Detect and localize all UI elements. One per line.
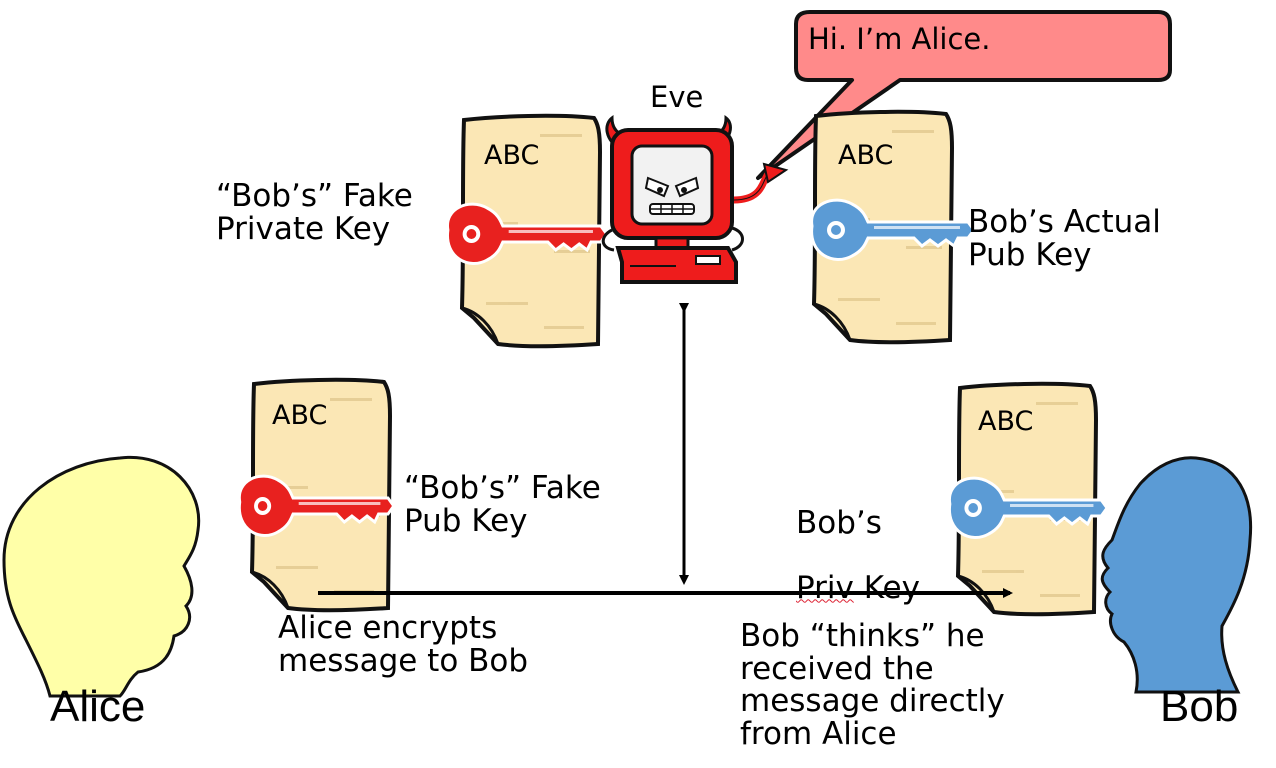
eve-label: Eve	[650, 80, 704, 114]
eve-right-doc-label: ABC	[838, 140, 894, 171]
bob-priv-key-rest: Key	[853, 569, 920, 606]
alice-name: Alice	[50, 682, 146, 731]
speech-bubble-text: Hi. I’m Alice.	[808, 22, 991, 56]
bob-name: Bob	[1160, 682, 1239, 731]
bob-priv-key-label: Bob’s Priv Key	[796, 474, 920, 604]
alice-head-icon	[2, 455, 201, 698]
fake-pub-key-label: “Bob’s” Fake Pub Key	[404, 470, 601, 539]
fake-private-key-label: “Bob’s” Fake Private Key	[216, 178, 413, 247]
bob-priv-key-line1: Bob’s	[796, 504, 882, 541]
bob-head-icon	[1100, 456, 1253, 694]
eve-left-doc-label: ABC	[484, 140, 540, 171]
bob-doc-label: ABC	[978, 406, 1034, 437]
actual-pub-key-label: Bob’s Actual Pub Key	[968, 204, 1161, 273]
eve-devil-computer-icon	[601, 114, 789, 284]
bob-thinks-caption: Bob “thinks” he received the message dir…	[740, 618, 1005, 752]
alice-doc-label: ABC	[272, 400, 328, 431]
alice-encrypts-caption: Alice encrypts message to Bob	[278, 610, 529, 679]
bob-priv-key-word: Priv	[796, 569, 854, 606]
